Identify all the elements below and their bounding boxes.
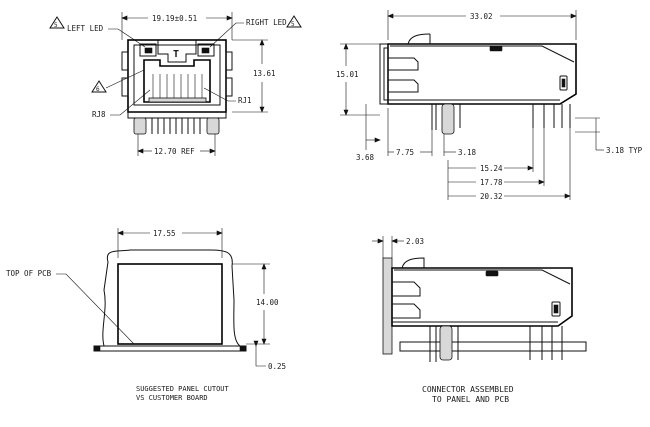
assembled-pcb [399,341,587,352]
side-view: 33.02 [336,10,643,201]
assembled-caption-line1: CONNECTOR ASSEMBLED [422,385,514,394]
panel-plate [382,257,393,355]
side-housing [387,43,577,105]
side-length-dimension: 33.02 [470,12,493,21]
left-led-label: LEFT LED [67,24,104,33]
panel-outline [102,249,242,347]
side-dim-c: 15.24 [480,164,503,173]
side-dim-e: 20.32 [480,192,503,201]
note-5-marker: 5 [54,22,58,29]
front-view: 19.19±0.51 5 LEFT LED RIGHT LED 5 T [49,12,302,156]
cutout-caption-line2: VS CUSTOMER BOARD [136,394,208,402]
side-height-dimension: 15.01 [336,70,359,79]
assembled-housing [391,267,573,327]
cutout-height-dimension: 14.00 [256,298,279,307]
cutout-caption-line1: SUGGESTED PANEL CUTOUT [136,385,230,393]
rj1-label: RJ1 [238,96,252,105]
side-dim-d: 17.78 [480,178,503,187]
side-dim-a: 7.75 [396,148,414,157]
side-pitch-dimension: 3.18 TYP [606,146,643,155]
assembled-view: 2.03 CONNECTOR ASSEMBLED TO PANEL AND PC… [372,236,587,404]
cutout-gap-dimension: 0.25 [268,362,286,371]
note-5-marker-right: 5 [291,21,295,28]
cutout-opening [117,263,223,345]
left-led-window [139,43,157,57]
note-6-marker: 6 [96,86,100,93]
front-pitch-dimension: 12.70 REF [154,147,195,156]
top-of-pcb-label: TOP OF PCB [6,269,52,278]
cutout-width-dimension: 17.55 [153,229,176,238]
side-offset-dimension: 3.68 [356,153,375,162]
side-dim-b: 3.18 [458,148,477,157]
assembled-caption-line2: TO PANEL AND PCB [432,395,509,404]
front-width-dimension: 19.19±0.51 [152,14,197,23]
latch-tab-letter: T [173,49,179,60]
rj45-port-opening [143,59,211,103]
panel-cutout-view: 17.55 TOP OF PCB 14.00 0.25 SUGGESTED PA… [6,228,286,402]
right-led-label: RIGHT LED [246,18,287,27]
right-led-window [197,43,215,57]
rj8-label: RJ8 [92,110,106,119]
front-height-dimension: 13.61 [253,69,276,78]
assembled-panel-dimension: 2.03 [406,237,424,246]
